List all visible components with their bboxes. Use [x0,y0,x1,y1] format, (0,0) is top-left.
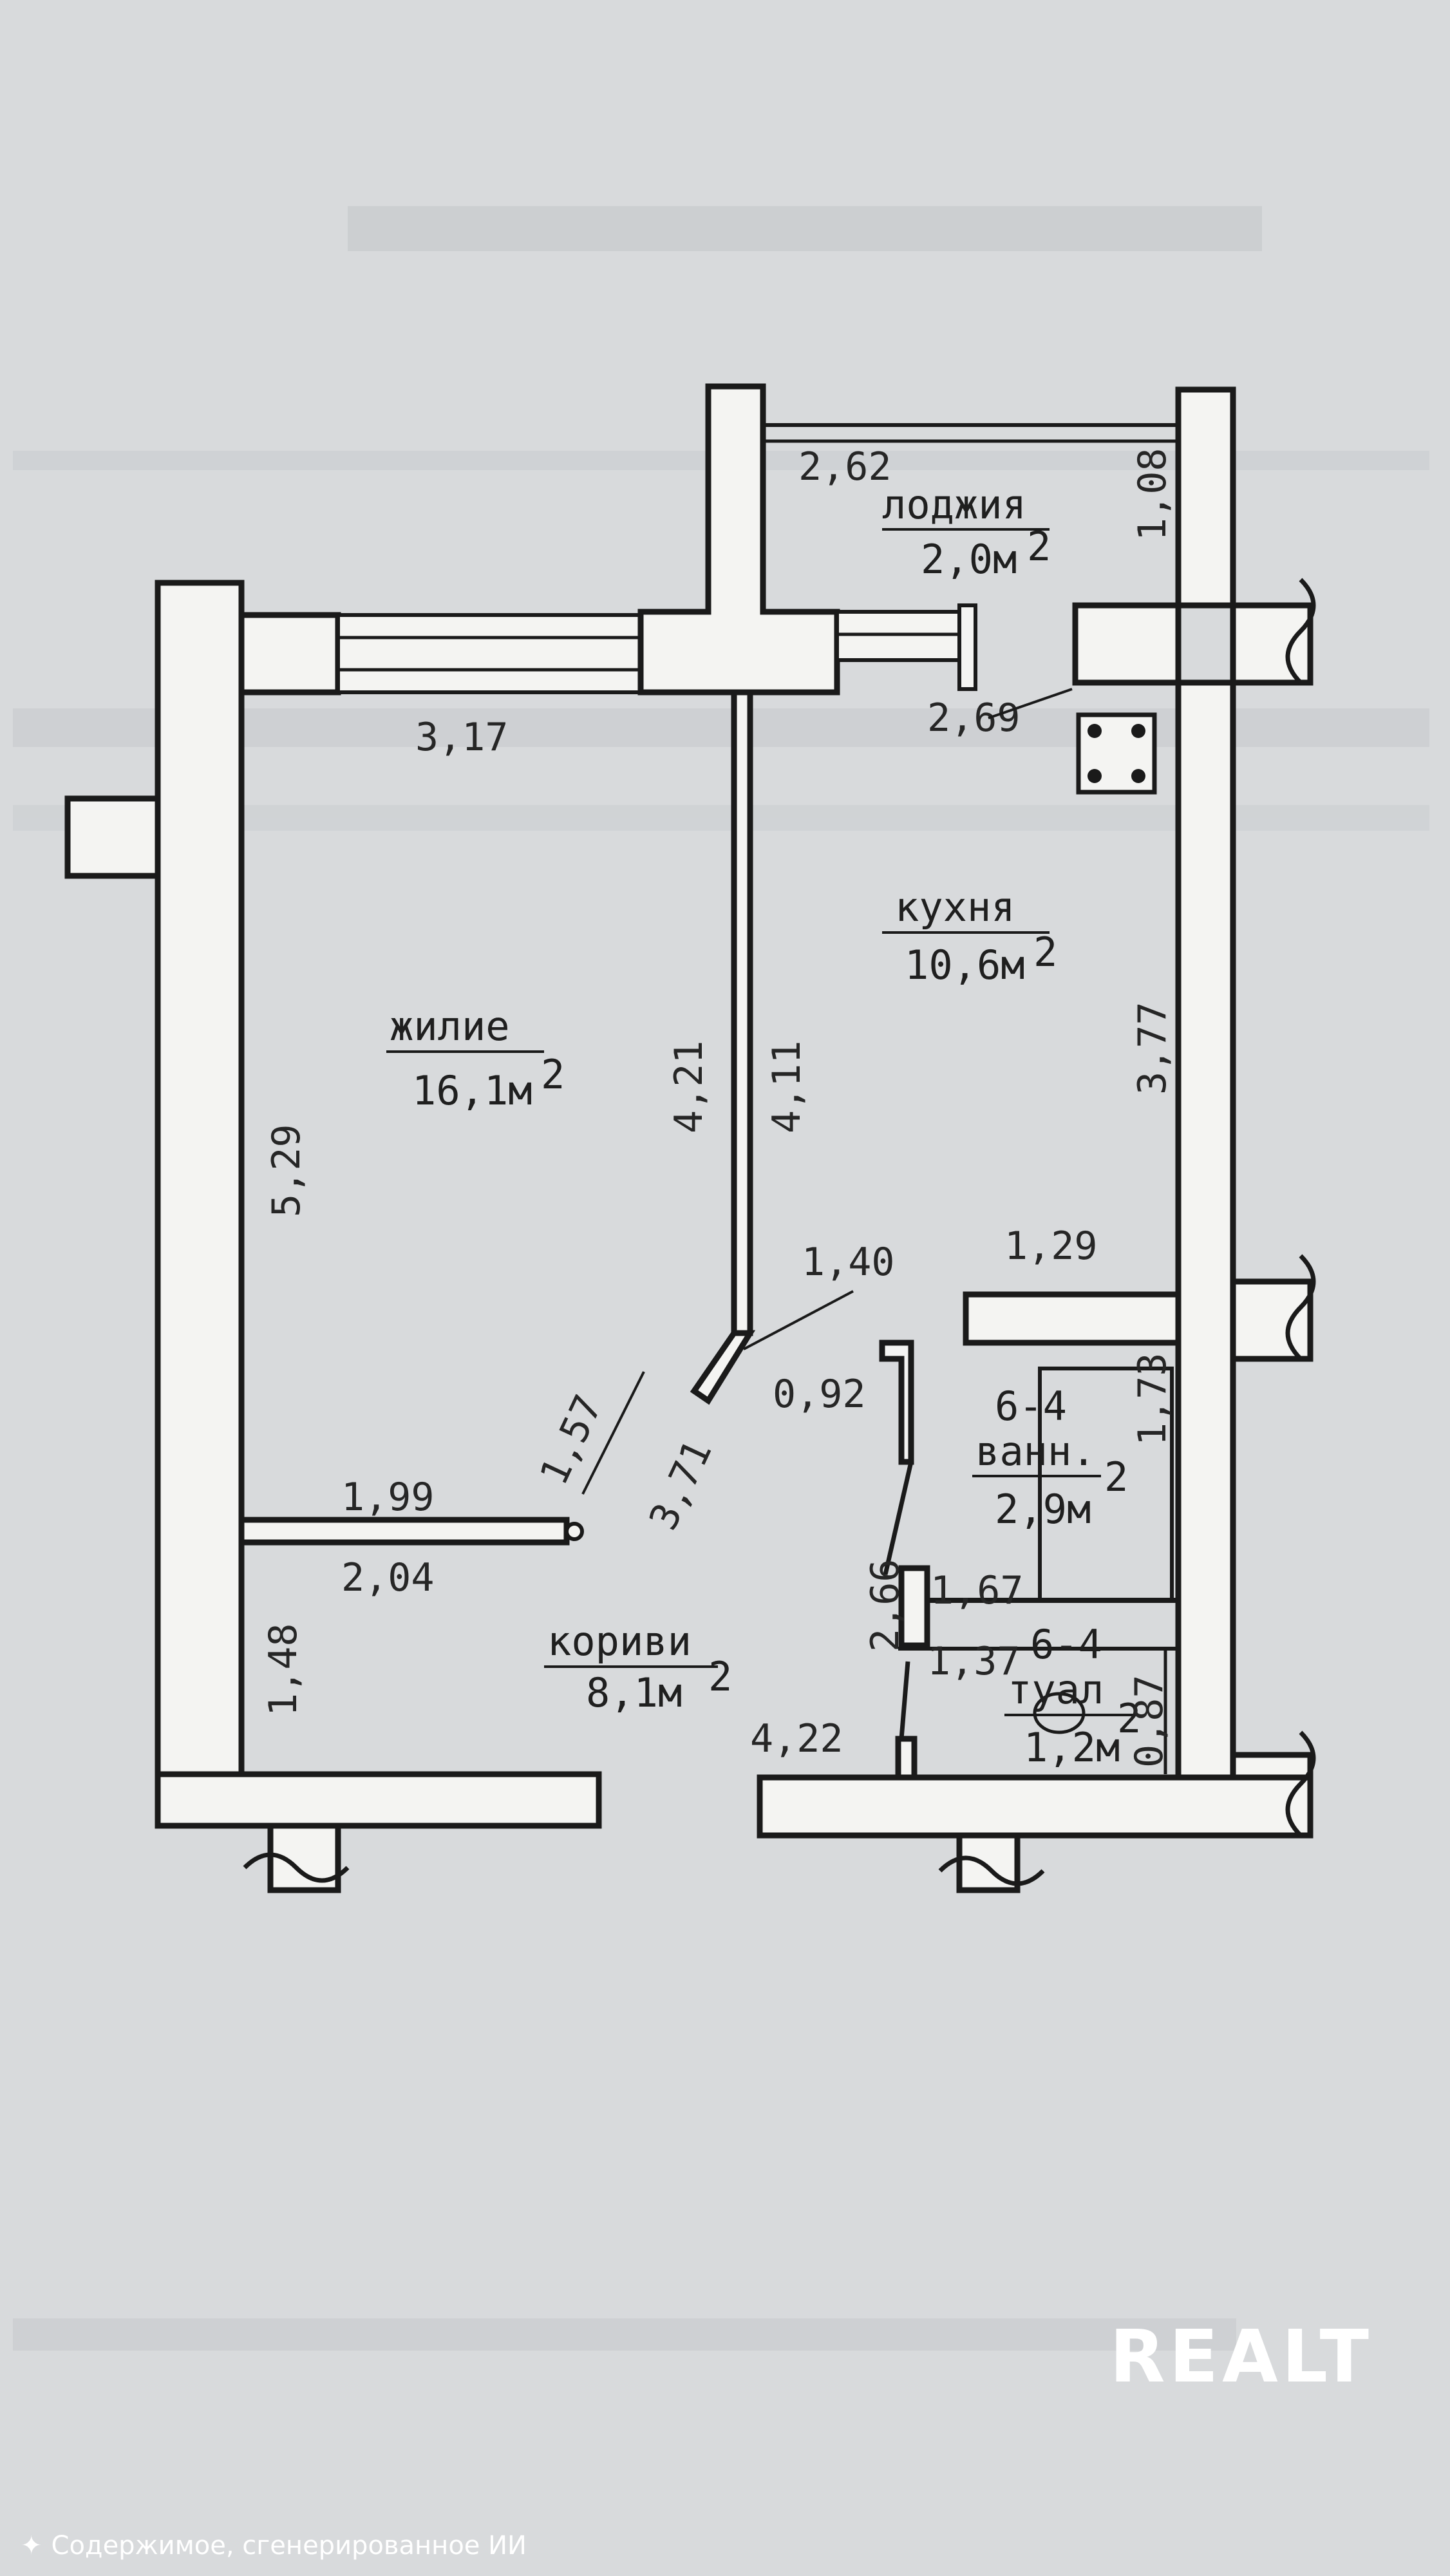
partition-living-bottom [238,1517,570,1546]
dim-kitchen-right: 3,77 [1130,1002,1175,1095]
room-toilet: 6-4 туал 1,2м 2 [1004,1621,1141,1771]
dim-bath-bottom: 1,67 [930,1568,1024,1613]
dim-living-top: 3,17 [415,715,509,760]
room-living: жилие 16,1м 2 [386,1003,565,1114]
toilet-code: 6-4 [1030,1621,1102,1668]
loggia-area: 2,0м [921,536,1017,583]
wall-right-stub-2 [1230,1278,1313,1362]
dim-corridor-right: 2,66 [863,1559,908,1653]
dimensions: 2,62 1,08 3,17 2,69 5,29 4,21 4,11 3,77 … [261,444,1175,1768]
living-area: 16,1м [412,1067,532,1114]
partition-living-kitchen [731,689,753,1336]
kitchen-name: кухня [895,884,1015,931]
dim-door-diag: 1,57 [531,1388,612,1492]
dim-loggia-depth: 1,08 [1130,448,1175,542]
toilet-bowl [1033,1692,1086,1734]
partition-bath-bottom [898,1565,930,1649]
bath-area-sup: 2 [1104,1454,1128,1501]
sparkle-icon: ✦ [21,2531,42,2561]
wall-kitchen-top-right [1072,602,1182,686]
bath-name: ванн. [975,1428,1096,1475]
dim-corridor-diag: 3,71 [641,1434,721,1537]
bath-area: 2,9м [995,1486,1091,1533]
dim-kitchen-top: 2,69 [927,696,1021,741]
dim-toilet-top: 1,37 [927,1639,1021,1684]
room-bath: 6-4 ванн. 2,9м 2 [972,1383,1128,1533]
wall-bottom-left [155,1771,602,1829]
partition-bath-left [879,1340,914,1465]
dim-corridor-left: 1,48 [261,1624,306,1717]
wall-right-stub-1 [1230,602,1313,686]
break-marks [243,578,1316,1886]
kitchen-area-sup: 2 [1033,929,1057,976]
bath-code: 6-4 [995,1383,1067,1430]
dim-corridor-gap: 0,92 [773,1372,866,1417]
living-name: жилие [390,1003,510,1050]
dim-loggia-width: 2,62 [798,444,892,489]
living-area-sup: 2 [541,1051,565,1098]
toilet-area: 1,2м [1024,1724,1120,1771]
partitions [238,689,1178,1781]
ai-note-text: Содержимое, сгенерированное ИИ [51,2531,527,2561]
dim-bath-height: 1,73 [1130,1353,1175,1446]
dim-kitchen-left: 4,11 [764,1041,809,1134]
partition-toilet-left [895,1736,918,1781]
loggia-area-sup: 2 [1027,523,1051,570]
wall-left [155,580,245,1777]
room-corridor: кориви 8,1м 2 [544,1618,732,1716]
wall-loggia-right [1175,386,1236,609]
toilet-area-sup: 2 [1117,1695,1141,1742]
dim-corridor-bottom: 4,22 [750,1716,843,1761]
wall-central-pier [637,383,840,696]
corridor-name: кориви [547,1618,692,1665]
dim-toilet-width: 0,87 [1127,1675,1172,1768]
dim-kitchen-bottom: 1,29 [1004,1224,1098,1269]
room-kitchen: кухня 10,6м 2 [882,884,1057,989]
corridor-area: 8,1м [586,1669,682,1716]
wall-bottom-left-stub [267,1823,341,1893]
dim-corridor-top: 2,04 [341,1555,435,1600]
dim-living-height: 5,29 [264,1124,309,1218]
room-loggia: лоджия 2,0м 2 [882,481,1051,583]
loggia-name: лоджия [882,481,1026,528]
ai-generated-note: ✦ Содержимое, сгенерированное ИИ [21,2531,527,2561]
kitchen-area: 10,6м [905,942,1025,989]
wall-bottom-right-stub [956,1832,1021,1893]
corridor-area-sup: 2 [708,1653,732,1700]
dim-partition-diag: 1,40 [802,1240,895,1285]
wall-bottom-right [757,1774,1313,1839]
toilet-name: туал [1008,1666,1104,1713]
wall-left-stub [64,795,161,879]
wall-right [1175,679,1236,1781]
wall-living-top [238,612,341,696]
dim-living-bottom: 1,99 [341,1475,435,1520]
dim-living-right: 4,21 [666,1041,711,1134]
bathtub [1038,1367,1174,1602]
wall-kitchen-bottom [963,1291,1182,1346]
partition-diagonal [690,1330,756,1405]
walls [64,383,1313,1893]
realt-watermark: REALT [1109,2315,1373,2399]
